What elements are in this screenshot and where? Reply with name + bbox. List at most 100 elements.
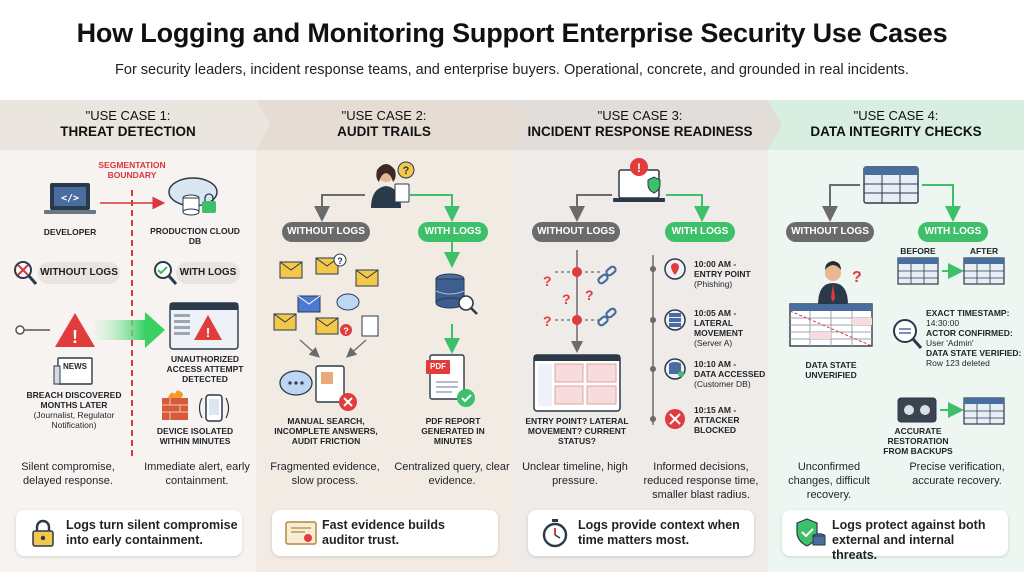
c1-without-logs-pill: WITHOUT LOGS [38, 262, 120, 284]
unanswered-questions-label: ENTRY POINT? LATERAL MOVEMENT? CURRENT S… [525, 416, 629, 446]
magnifier-green-icon [154, 261, 178, 285]
svg-text:?: ? [337, 256, 343, 266]
failed-document-icon [315, 365, 357, 411]
use-case-3-title: INCIDENT RESPONSE READINESS [527, 124, 753, 139]
use-case-1-kicker: "USE CASE 1: [85, 108, 171, 123]
cloud-database-icon [168, 177, 218, 216]
restored-table-icon [963, 397, 1005, 425]
c3-without-logs-pill: WITHOUT LOGS [532, 222, 620, 242]
incident-dashboard-icon [533, 354, 621, 412]
actor-value: User 'Admin' [926, 338, 974, 348]
segmentation-boundary-label: SEGMENTATION BOUNDARY [98, 160, 166, 180]
chat-bubble-icon [279, 370, 313, 396]
stopwatch-icon [542, 519, 568, 548]
state-value: Row 123 deleted [926, 358, 990, 368]
news-label: NEWS [63, 362, 87, 371]
timeline-event-3: DATA ACCESSED [694, 369, 766, 379]
c3-without-caption: Unclear timeline, high pressure. [522, 461, 628, 487]
hidden-threat-node-icon [15, 325, 50, 335]
c4-takeaway-card: Logs protect against both external and i… [782, 510, 1008, 562]
state-label: DATA STATE VERIFIED: [926, 348, 1022, 358]
c2-without-logs-pill: WITHOUT LOGS [282, 222, 370, 242]
timeline-event-4: ATTACKER BLOCKED [694, 415, 740, 435]
svg-text:?: ? [543, 273, 552, 289]
timeline-detail-3: (Customer DB) [694, 379, 751, 389]
c2-with-logs-pill: WITH LOGS [418, 222, 488, 242]
laptop-icon: </> [44, 183, 96, 214]
use-case-2-title: AUDIT TRAILS [337, 124, 431, 139]
use-case-3-banner [512, 100, 782, 150]
svg-text:?: ? [852, 269, 862, 286]
c1-takeaway-card: Logs turn silent compromise into early c… [16, 510, 242, 556]
before-label: BEFORE [900, 246, 936, 256]
pdf-badge-label: PDF [430, 362, 446, 371]
page-subtitle: For security leaders, incident response … [115, 62, 909, 78]
warning-triangle-icon: ! [55, 313, 95, 347]
data-unverified-label: DATA STATE UNVERIFIED [805, 360, 857, 380]
timeline-event-2: LATERAL MOVEMENT [694, 318, 744, 338]
timeline-entry-4: 10:15 AM - ATTACKER BLOCKED [694, 405, 766, 435]
breach-title: BREACH DISCOVERED MONTHS LATER [26, 390, 122, 410]
timestamp-value: 14:30:00 [926, 318, 960, 328]
svg-text:?: ? [585, 287, 594, 303]
incident-timeline [650, 255, 686, 429]
c1-with-caption: Immediate alert, early containment. [144, 461, 250, 487]
c3-takeaway-card: Logs provide context when time matters m… [528, 510, 754, 556]
use-case-2-banner [256, 100, 526, 150]
use-case-4-title: DATA INTEGRITY CHECKS [810, 124, 982, 139]
restoration-label: ACCURATE RESTORATION FROM BACKUPS [883, 426, 953, 456]
timeline-detail-1: (Phishing) [694, 279, 733, 289]
unauthorized-access-label: UNAUTHORIZED ACCESS ATTEMPT DETECTED [166, 354, 244, 384]
device-isolated-label: DEVICE ISOLATED WITHIN MINUTES [156, 426, 234, 446]
c3-with-caption: Informed decisions, reduced response tim… [643, 461, 759, 501]
svg-text:</>: </> [61, 193, 79, 204]
use-case-3-heading: "USE CASE 3: INCIDENT RESPONSE READINESS [512, 108, 768, 140]
timeline-event-1: ENTRY POINT [694, 269, 751, 279]
use-case-1-banner [0, 100, 270, 150]
certificate-icon [285, 521, 317, 545]
svg-text:?: ? [543, 313, 552, 329]
firewall-icon [162, 390, 188, 420]
timeline-entry-2: 10:05 AM - LATERAL MOVEMENT (Server A) [694, 308, 766, 348]
c1-without-caption: Silent compromise, delayed response. [21, 461, 115, 487]
alert-laptop-icon: ! [613, 158, 665, 202]
isolated-device-icon [198, 394, 230, 422]
before-table-icon [897, 257, 939, 285]
use-case-1-title: THREAT DETECTION [60, 124, 196, 139]
header: How Logging and Monitoring Support Enter… [0, 0, 1024, 100]
timeline-time-4: 10:15 AM - [694, 405, 737, 415]
verify-magnifier-icon [893, 319, 923, 349]
scattered-evidence-icons: ? ? [273, 253, 379, 358]
c4-takeaway-text: Logs protect against both external and i… [832, 518, 986, 562]
actor-label: ACTOR CONFIRMED: [926, 328, 1013, 338]
use-case-4-kicker: "USE CASE 4: [853, 108, 939, 123]
padlock-icon [32, 519, 54, 547]
database-search-icon [435, 273, 478, 315]
after-label: AFTER [969, 246, 999, 256]
timeline-detail-2: (Server A) [694, 338, 733, 348]
magnifier-red-icon [14, 261, 38, 285]
production-db-label: PRODUCTION CLOUD DB [150, 226, 240, 246]
auditor-person-icon: ? [371, 161, 415, 208]
c3-takeaway-text: Logs provide context when time matters m… [578, 518, 740, 547]
timeline-time-1: 10:00 AM - [694, 259, 737, 269]
timeline-time-2: 10:05 AM - [694, 308, 737, 318]
c4-without-caption: Unconfirmed changes, difficult recovery. [788, 461, 870, 501]
breach-subtitle: (Journalist, Regulator Notification) [33, 410, 115, 430]
page-title: How Logging and Monitoring Support Enter… [76, 18, 948, 48]
timeline-time-3: 10:10 AM - [694, 359, 737, 369]
pdf-report-icon [426, 354, 475, 407]
use-case-1-heading: "USE CASE 1: THREAT DETECTION [0, 108, 256, 140]
alert-window-icon: ! [169, 302, 239, 350]
use-case-4-heading: "USE CASE 4: DATA INTEGRITY CHECKS [768, 108, 1024, 140]
manual-search-label: MANUAL SEARCH, INCOMPLETE ANSWERS, AUDIT… [274, 416, 378, 446]
pdf-report-label: PDF REPORT GENERATED IN MINUTES [421, 416, 485, 446]
svg-text:?: ? [403, 165, 410, 177]
newspaper-icon [53, 357, 93, 385]
timestamp-label: EXACT TIMESTAMP: [926, 308, 1010, 318]
c4-with-caption: Precise verification, accurate recovery. [909, 461, 1005, 487]
use-case-2-kicker: "USE CASE 2: [341, 108, 427, 123]
data-table-icon [863, 166, 919, 204]
c3-with-logs-pill: WITH LOGS [665, 222, 735, 242]
